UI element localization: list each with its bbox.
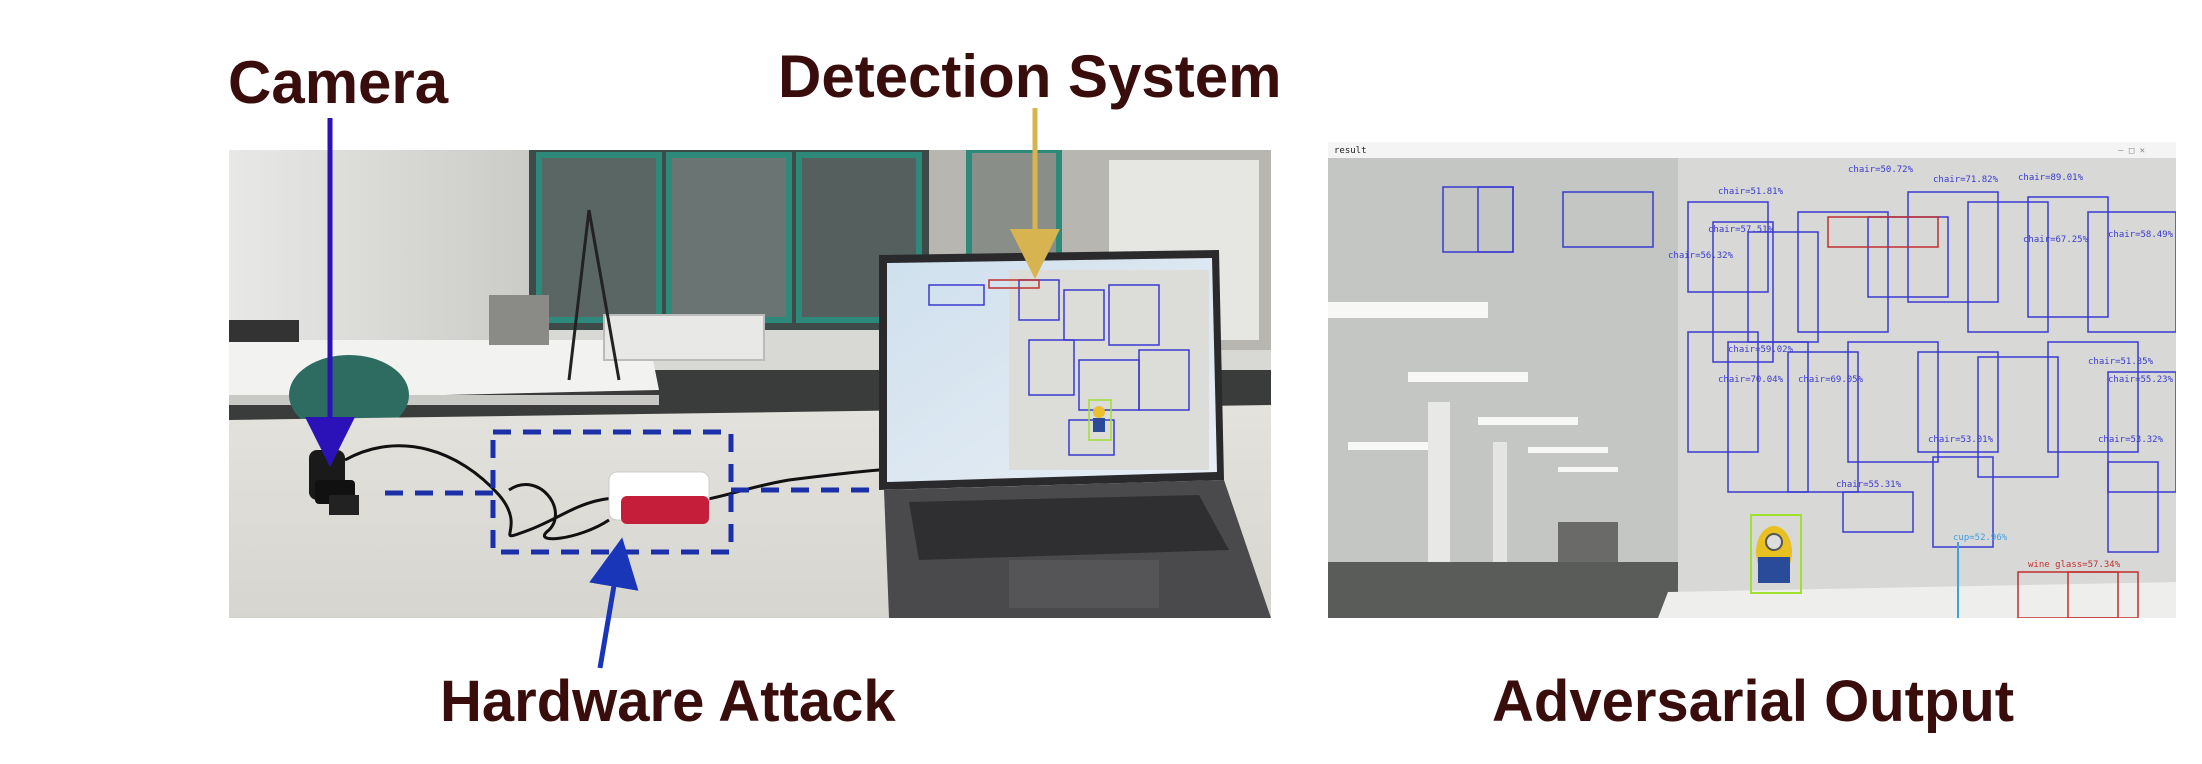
adversarial-output-photo: result – □ ✕ — [1328, 142, 2176, 618]
detection-label: chair=56.32% — [1668, 251, 1734, 261]
setup-photo — [229, 150, 1271, 618]
detection-label: chair=55.31% — [1836, 480, 1902, 490]
detection-label: chair=70.04% — [1718, 375, 1784, 385]
hardware-box-icon — [608, 471, 710, 524]
minion-figure — [1756, 526, 1792, 583]
detection-label: chair=51.35% — [2088, 357, 2154, 367]
detection-label: chair=67.25% — [2023, 235, 2089, 245]
detection-label: chair=50.72% — [1848, 165, 1914, 175]
detection-label: chair=57.51% — [1708, 225, 1774, 235]
detection-label: chair=89.01% — [2018, 173, 2084, 183]
adversarial-output-label: Adversarial Output — [1492, 669, 2015, 734]
camera-label: Camera — [228, 49, 449, 116]
detection-system-label: Detection System — [778, 43, 1282, 110]
laptop-icon — [879, 250, 1271, 618]
detection-label: chair=58.49% — [2108, 230, 2174, 240]
detection-label: chair=59.02% — [1728, 345, 1794, 355]
detection-label: chair=55.23% — [2108, 375, 2174, 385]
detection-label: chair=53.32% — [2098, 435, 2164, 445]
detection-label: chair=53.01% — [1928, 435, 1994, 445]
detection-label: chair=71.82% — [1933, 175, 1999, 185]
detection-label: chair=69.05% — [1798, 375, 1864, 385]
detection-label: wine glass=57.34% — [2028, 560, 2121, 570]
detection-label: chair=51.81% — [1718, 187, 1784, 197]
hardware-attack-label: Hardware Attack — [440, 669, 896, 734]
window-controls: – □ ✕ — [2118, 146, 2145, 156]
window-title: result — [1334, 146, 1367, 156]
window-titlebar — [1328, 142, 2176, 158]
detection-label: cup=52.96% — [1953, 533, 2008, 543]
